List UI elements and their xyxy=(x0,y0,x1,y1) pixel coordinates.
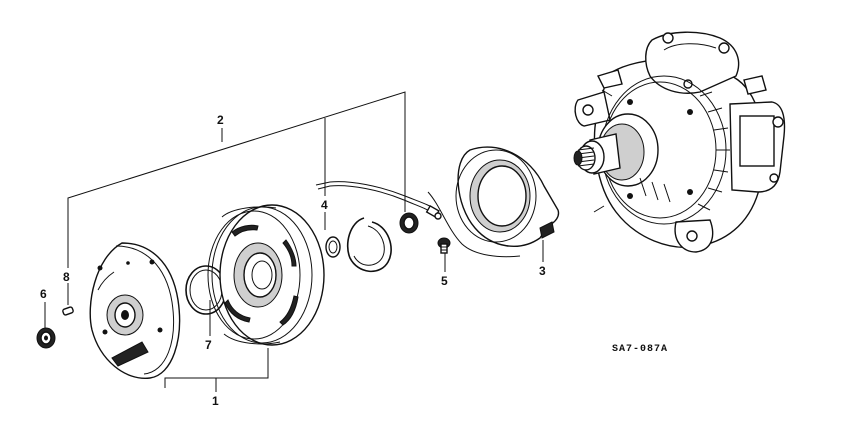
leader-lines xyxy=(44,91,544,392)
key-part-8 xyxy=(62,306,74,316)
callout-2: 2 xyxy=(217,113,224,127)
callout-4: 4 xyxy=(321,198,328,212)
callouts: 1 2 3 4 5 6 7 8 xyxy=(40,113,546,408)
callout-1: 1 xyxy=(212,394,219,408)
nut-part-6 xyxy=(36,327,56,349)
compressor-body xyxy=(573,31,786,253)
callout-8: 8 xyxy=(63,270,70,284)
lead-wire-part-4 xyxy=(315,181,521,258)
pulley xyxy=(207,204,325,346)
field-coil-part-3 xyxy=(455,146,560,247)
callout-6: 6 xyxy=(40,287,47,301)
drawing-code: SA7-087A xyxy=(612,344,668,355)
bolt-part-5 xyxy=(437,237,451,254)
armature-plate xyxy=(89,242,181,379)
shim-washer xyxy=(325,236,341,258)
snap-ring-2 xyxy=(346,217,392,273)
callout-5: 5 xyxy=(441,274,448,288)
callout-7: 7 xyxy=(205,338,212,352)
bearing-part-2 xyxy=(399,212,419,234)
callout-3: 3 xyxy=(539,264,546,278)
